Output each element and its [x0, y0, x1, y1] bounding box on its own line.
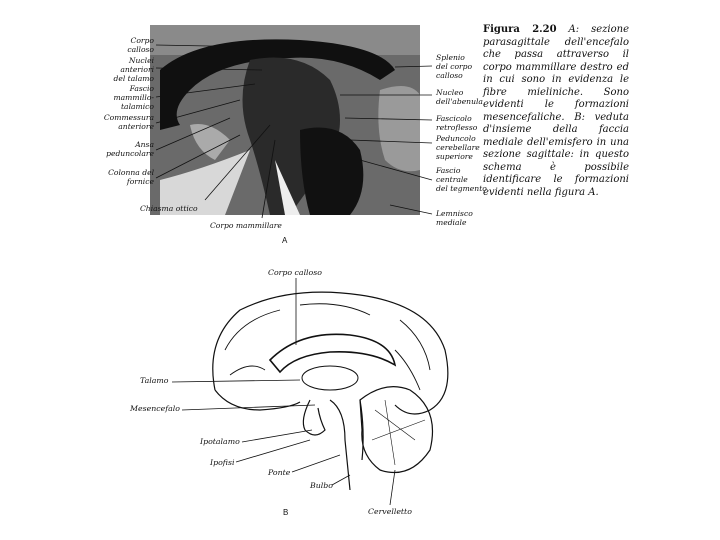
- label-b-mesencefalo: Mesencefalo: [130, 404, 180, 413]
- label-fascio-mammillo-talamico: Fascio mammillo- talamico: [113, 84, 154, 111]
- label-b-ipofisi: Ipofisi: [210, 458, 235, 467]
- figure-caption: Figura 2.20 A: sezione parasagittale del…: [483, 24, 629, 199]
- label-commessura-anteriore: Commessura anteriore: [103, 113, 154, 131]
- label-b-corpo-calloso: Corpo calloso: [268, 268, 322, 277]
- label-corpo-calloso: Corpo calloso: [127, 36, 154, 54]
- label-b-ponte: Ponte: [268, 468, 291, 477]
- label-fascio-centrale: Fascio centrale del tegmento: [436, 166, 487, 193]
- label-lemnisco-mediale: Lemnisco mediale: [436, 209, 473, 227]
- label-fascicolo-retroflesso: Fascicolo retroflesso: [436, 114, 478, 132]
- label-b-ipotalamo: Ipotalamo: [200, 437, 240, 446]
- figure-b-letter: B: [283, 508, 289, 517]
- caption-title: Figura 2.20: [483, 24, 557, 35]
- label-nucleo-abenula: Nucleo dell'abenula: [436, 88, 483, 106]
- figure-a-letter: A: [282, 236, 288, 245]
- label-b-talamo: Talamo: [140, 376, 169, 385]
- corpus-callosum-shape: [160, 39, 395, 130]
- label-b-cervelletto: Cervelletto: [368, 507, 412, 516]
- label-chiasma-ottico: Chiasma ottico: [140, 204, 198, 213]
- label-ansa-peduncolare: Ansa peduncolare: [106, 140, 154, 158]
- label-peduncolo-cerebellare: Peduncolo cerebellare superiore: [436, 134, 480, 161]
- label-corpo-mammillare: Corpo mammillare: [210, 221, 282, 230]
- label-colonna-fornice: Colonna del fornice: [108, 168, 154, 186]
- caption-text: A: sezione parasagittale dell'encefalo c…: [483, 24, 629, 198]
- label-b-bulbo: Bulbo: [310, 481, 333, 490]
- figure-b-diagram: [212, 291, 449, 491]
- label-nuclei-anteriori: Nuclei anteriori del talamo: [113, 56, 154, 83]
- label-splenio: Splenio del corpo calloso: [436, 53, 473, 80]
